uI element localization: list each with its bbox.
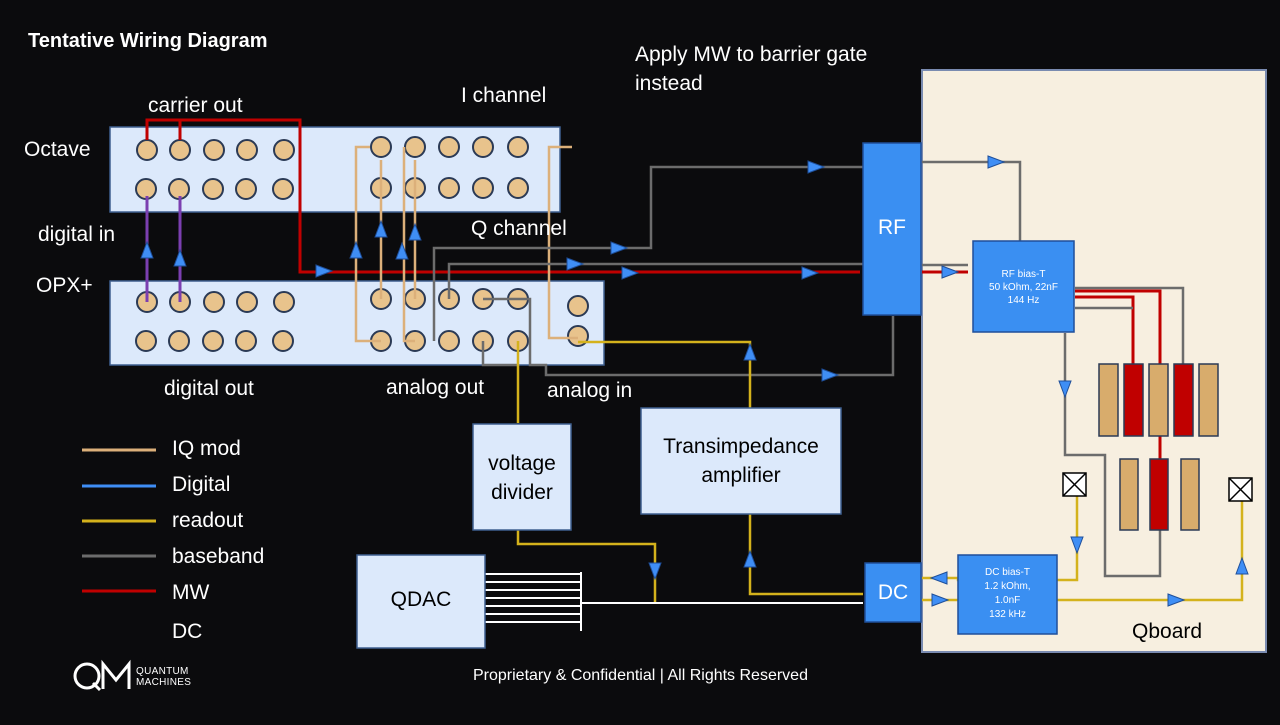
dc-bias-t-label: DC bias-T 1.2 kOhm, 1.0nF 132 kHz [958, 566, 1057, 622]
transimpedance-label: Transimpedance amplifier [641, 432, 841, 490]
octave-label: Octave [24, 138, 91, 161]
q-channel-label: Q channel [471, 217, 567, 240]
legend-dc: DC [172, 620, 203, 643]
rf-bias-t-freq: 144 Hz [1007, 295, 1040, 306]
dc-block-label: DC [877, 581, 909, 604]
baseband-lines [432, 160, 1185, 578]
voltage-divider-label: voltage divider [473, 449, 571, 507]
voltage-divider-line1: voltage [488, 452, 556, 475]
legend-iq-mod: IQ mod [172, 437, 241, 460]
dc-bias-t-capacitance: 1.0nF [994, 595, 1021, 606]
page-title: Tentative Wiring Diagram [28, 30, 268, 52]
qboard-label: Qboard [1132, 620, 1203, 643]
logo-line2: MACHINES [136, 677, 192, 688]
transimpedance-line2: amplifier [701, 464, 781, 487]
digital-in-label: digital in [38, 223, 116, 246]
carrier-out-label: carrier out [148, 94, 243, 117]
company-logo-text: QUANTUM MACHINES [136, 666, 191, 688]
transimpedance-box [640, 407, 842, 515]
digital-out-label: digital out [164, 377, 254, 400]
rf-bias-t-block [972, 240, 1075, 333]
dc-bias-t-freq: 132 kHz [989, 609, 1026, 620]
rf-block-label: RF [878, 216, 906, 239]
junction-symbols [1062, 472, 1253, 502]
qdac-label: QDAC [390, 588, 452, 611]
opx-label: OPX+ [36, 274, 93, 297]
gate-electrodes [1098, 363, 1219, 531]
qm-logo-mark [73, 659, 131, 692]
legend-baseband: baseband [172, 545, 265, 568]
i-channel-label: I channel [461, 84, 547, 107]
rf-bias-t-spec: 50 kOhm, 22nF [989, 282, 1058, 293]
legend-lines [82, 448, 156, 593]
legend-digital: Digital [172, 473, 231, 496]
legend-mw: MW [172, 581, 210, 604]
rf-bias-t-title: RF bias-T [1001, 269, 1046, 280]
rf-block [862, 142, 922, 316]
dc-block [864, 562, 922, 623]
octave-ports [135, 136, 529, 200]
dc-lines [485, 572, 863, 631]
transimpedance-line1: Transimpedance [663, 435, 819, 458]
annotation-note: Apply MW to barrier gate instead [635, 43, 868, 95]
dc-bias-t-block [957, 554, 1058, 635]
qdac-box [356, 554, 486, 649]
dc-bias-t-resistance: 1.2 kOhm, [984, 581, 1031, 592]
dc-bias-t-title: DC bias-T [984, 567, 1030, 578]
analog-in-label: analog in [547, 379, 633, 402]
rf-bias-t-label: RF bias-T 50 kOhm, 22nF 144 Hz [973, 268, 1074, 307]
legend-readout: readout [172, 509, 244, 532]
voltage-divider-box [472, 423, 572, 531]
voltage-divider-line2: divider [491, 481, 553, 504]
footer-text: Proprietary & Confidential | All Rights … [473, 667, 808, 684]
analog-out-label: analog out [386, 376, 485, 399]
logo-line1: QUANTUM [136, 666, 189, 677]
